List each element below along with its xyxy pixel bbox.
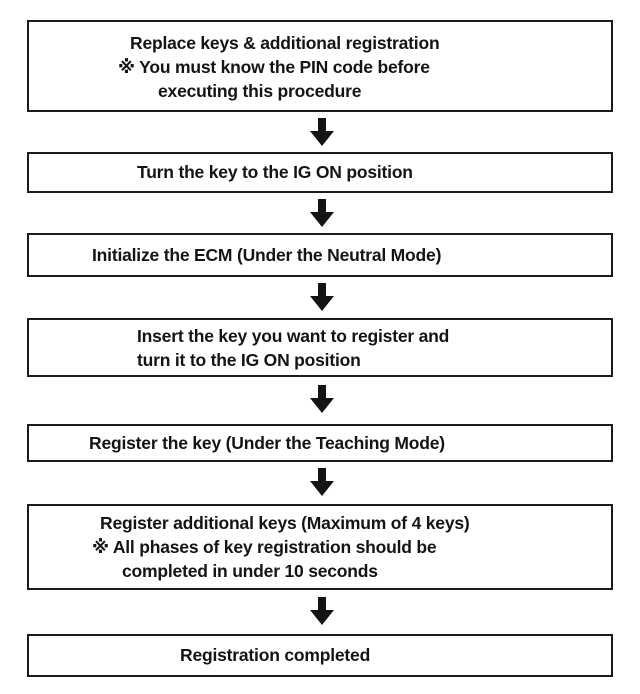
flow-step-4: Insert the key you want to register and … bbox=[27, 318, 613, 377]
down-arrow-icon bbox=[309, 283, 335, 311]
step-note-line: ※ All phases of key registration should … bbox=[92, 537, 437, 557]
flow-step-6: Register additional keys (Maximum of 4 k… bbox=[27, 504, 613, 590]
step-text-line: Insert the key you want to register and bbox=[137, 326, 450, 346]
step-text-line: Replace keys & additional registration bbox=[130, 33, 440, 53]
down-arrow-icon bbox=[309, 199, 335, 227]
flow-step-1: Replace keys & additional registration ※… bbox=[27, 20, 613, 112]
step-text-line: Initialize the ECM (Under the Neutral Mo… bbox=[92, 245, 442, 265]
step-text-line: Registration completed bbox=[180, 645, 371, 665]
down-arrow-icon bbox=[309, 118, 335, 146]
flow-step-5: Register the key (Under the Teaching Mod… bbox=[27, 424, 613, 462]
step-text-line: Turn the key to the IG ON position bbox=[137, 162, 413, 182]
down-arrow-icon bbox=[309, 468, 335, 496]
step-note-line: ※ You must know the PIN code before bbox=[118, 57, 430, 77]
flow-step-7: Registration completed bbox=[27, 634, 613, 677]
step-note-continuation: completed in under 10 seconds bbox=[122, 561, 378, 581]
step-note-continuation: executing this procedure bbox=[158, 81, 362, 101]
down-arrow-icon bbox=[309, 385, 335, 413]
step-text-line: Register additional keys (Maximum of 4 k… bbox=[100, 513, 470, 533]
flow-step-3: Initialize the ECM (Under the Neutral Mo… bbox=[27, 233, 613, 277]
flow-step-2: Turn the key to the IG ON position bbox=[27, 152, 613, 193]
step-text-line: Register the key (Under the Teaching Mod… bbox=[89, 433, 445, 453]
down-arrow-icon bbox=[309, 597, 335, 625]
step-text-line: turn it to the IG ON position bbox=[137, 350, 361, 370]
